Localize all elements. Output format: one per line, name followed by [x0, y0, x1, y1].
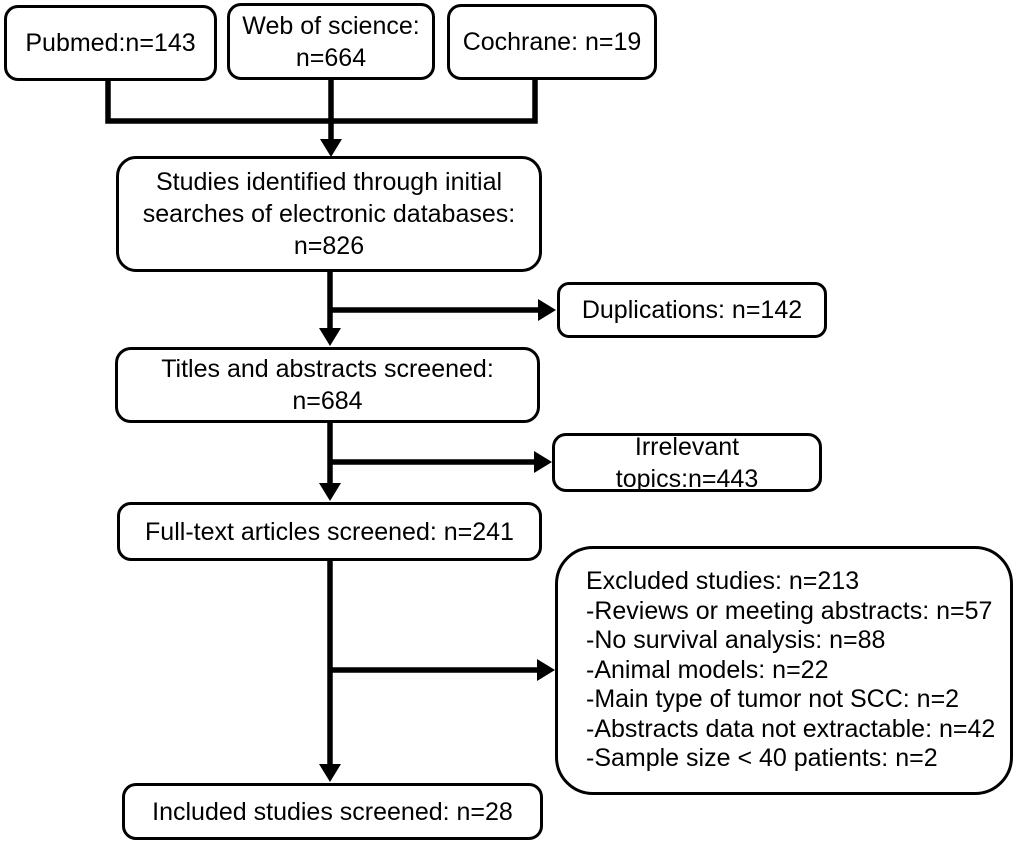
excluded-studies-list: Excluded studies: n=213 -Reviews or meet… — [558, 567, 1001, 774]
connector-fulltext-to-included — [319, 561, 341, 782]
excluded-reason-animal-models: -Animal models: n=22 — [586, 655, 829, 684]
stage-box-titles-abstracts-screened-label: Titles and abstracts screened: n=684 — [161, 355, 494, 415]
connector-branch-irrelevant — [330, 451, 552, 473]
excluded-reason-not-extractable: -Abstracts data not extractable: n=42 — [586, 714, 996, 743]
connector-sources-merge — [105, 80, 538, 157]
exclusion-box-excluded-studies: Excluded studies: n=213 -Reviews or meet… — [555, 546, 1013, 795]
stage-box-included-studies-label: Included studies screened: n=28 — [152, 797, 513, 826]
excluded-reason-sample-size: -Sample size < 40 patients: n=2 — [586, 744, 938, 773]
connector-branch-excluded — [330, 659, 555, 681]
connector-titles-to-fulltext — [319, 423, 341, 501]
arrow-down-to-included-icon — [319, 764, 341, 782]
source-box-pubmed-label: Pubmed:n=143 — [25, 29, 196, 57]
stage-box-included-studies: Included studies screened: n=28 — [122, 783, 543, 840]
stage-box-studies-identified: Studies identified through initial searc… — [116, 156, 542, 272]
exclusion-box-irrelevant-topics: Irrelevant topics:n=443 — [552, 432, 822, 493]
source-box-cochrane: Cochrane: n=19 — [447, 4, 657, 80]
stage-box-titles-abstracts-screened: Titles and abstracts screened: n=684 — [115, 347, 540, 423]
arrow-down-to-titles-icon — [319, 328, 341, 346]
exclusion-box-duplications: Duplications: n=142 — [557, 282, 827, 338]
source-box-pubmed: Pubmed:n=143 — [4, 5, 217, 81]
exclusion-box-duplications-label: Duplications: n=142 — [581, 296, 803, 324]
stage-box-fulltext-screened: Full-text articles screened: n=241 — [117, 502, 542, 561]
merge-bar-line — [105, 80, 538, 124]
source-box-web-of-science-label: Web of science: n=664 — [242, 11, 420, 72]
arrow-right-to-duplications-icon — [538, 299, 556, 321]
excluded-reason-no-survival: -No survival analysis: n=88 — [586, 626, 886, 655]
exclusion-box-irrelevant-topics-label: Irrelevant topics:n=443 — [615, 432, 759, 493]
arrow-right-to-excluded-icon — [537, 659, 555, 681]
connector-branch-duplications — [330, 299, 556, 321]
stage-box-studies-identified-label: Studies identified through initial searc… — [142, 168, 516, 260]
excluded-studies-title: Excluded studies: n=213 — [586, 567, 860, 596]
connector-identified-to-titles — [319, 272, 341, 346]
source-box-cochrane-label: Cochrane: n=19 — [462, 28, 642, 56]
arrow-down-to-fulltext-icon — [319, 483, 341, 501]
source-box-web-of-science: Web of science: n=664 — [227, 3, 435, 80]
excluded-reason-reviews: -Reviews or meeting abstracts: n=57 — [586, 596, 993, 625]
arrow-right-to-irrelevant-icon — [534, 451, 552, 473]
stage-box-fulltext-screened-label: Full-text articles screened: n=241 — [145, 517, 514, 546]
excluded-reason-not-scc: -Main type of tumor not SCC: n=2 — [586, 685, 960, 714]
arrow-down-to-identified-icon — [320, 139, 342, 157]
